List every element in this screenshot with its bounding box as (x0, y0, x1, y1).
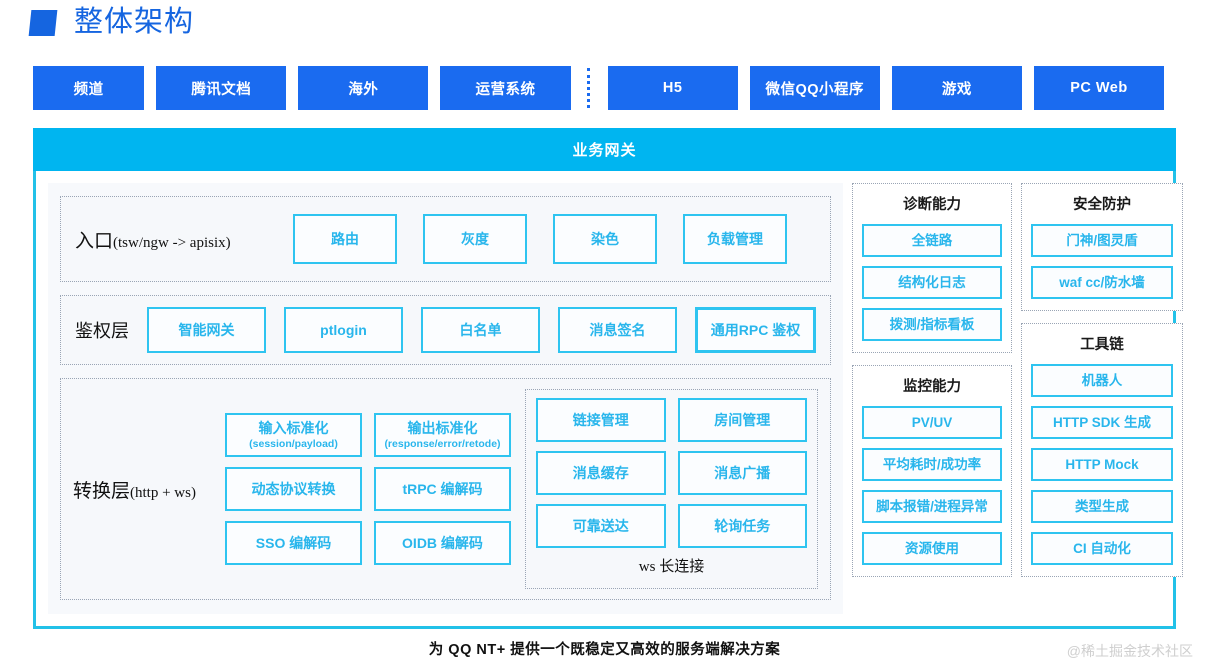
auth-cell-4[interactable]: 通用RPC 鉴权 (695, 307, 816, 353)
ws-cell-4[interactable]: 可靠送达 (536, 504, 666, 548)
transform-layer: 转换层(http + ws) 输入标准化 (session/payload) 输… (60, 378, 831, 600)
gateway-layers-panel: 入口(tsw/ngw -> apisix) 路由 灰度 染色 负载管理 鉴权层 … (48, 183, 843, 614)
entry-layer-label-sub: (tsw/ngw -> apisix) (113, 234, 231, 251)
title-marker-icon (28, 9, 58, 36)
ws-cell-1[interactable]: 房间管理 (677, 398, 807, 442)
footer-caption: 为 QQ NT+ 提供一个既稳定又高效的服务端解决方案 (428, 642, 781, 658)
transform-cell-1[interactable]: 输出标准化 (response/error/retode) (374, 413, 511, 457)
monitoring-item-1[interactable]: 平均耗时/成功率 (862, 448, 1002, 481)
monitoring-card: 监控能力 PV/UV 平均耗时/成功率 脚本报错/进程异常 资源使用 (852, 365, 1012, 577)
client-chip-2[interactable]: 海外 (298, 66, 429, 110)
monitoring-item-2[interactable]: 脚本报错/进程异常 (862, 490, 1002, 523)
client-chip-3[interactable]: 运营系统 (440, 66, 571, 110)
ws-longconn-group: 链接管理 房间管理 消息缓存 消息广播 可靠送达 轮询任务 ws 长连接 (525, 389, 818, 589)
transform-layer-label-main: 转换层 (73, 480, 131, 502)
ws-cell-0[interactable]: 链接管理 (536, 398, 666, 442)
toolchain-item-1[interactable]: HTTP SDK 生成 (1031, 406, 1173, 439)
page-title-row: 整体架构 (28, 6, 195, 38)
transform-layer-label: 转换层(http + ws) (73, 476, 196, 503)
toolchain-card-title: 工具链 (1080, 337, 1124, 353)
monitoring-card-title: 监控能力 (903, 379, 961, 395)
transform-cell-2[interactable]: 动态协议转换 (225, 467, 362, 511)
watermark: @稀土掘金技术社区 (1066, 643, 1193, 659)
transform-cell-0-title: 输入标准化 (258, 420, 329, 437)
security-card-title: 安全防护 (1073, 197, 1131, 213)
client-chip-1[interactable]: 腾讯文档 (156, 66, 287, 110)
monitoring-item-0[interactable]: PV/UV (862, 406, 1002, 439)
auth-cell-2[interactable]: 白名单 (421, 307, 540, 353)
transform-cell-1-sub: (response/error/retode) (384, 437, 501, 450)
entry-layer-label-main: 入口 (75, 230, 114, 252)
entry-cell-1[interactable]: 灰度 (423, 214, 527, 264)
security-item-1[interactable]: waf cc/防水墙 (1031, 266, 1173, 299)
architecture-main-frame: 入口(tsw/ngw -> apisix) 路由 灰度 染色 负载管理 鉴权层 … (33, 171, 1183, 629)
client-chip-4[interactable]: H5 (607, 66, 738, 110)
client-chip-5[interactable]: 微信QQ小程序 (749, 66, 880, 110)
transform-layer-label-sub: (http + ws) (130, 484, 196, 501)
auth-cell-3[interactable]: 消息签名 (558, 307, 677, 353)
side-column-left: 诊断能力 全链路 结构化日志 拨测/指标看板 监控能力 PV/UV 平均耗时/成… (852, 183, 1012, 614)
diagnostics-card: 诊断能力 全链路 结构化日志 拨测/指标看板 (852, 183, 1012, 353)
transform-cell-0-sub: (session/payload) (249, 437, 338, 450)
entry-layer: 入口(tsw/ngw -> apisix) 路由 灰度 染色 负载管理 (60, 196, 831, 282)
client-chip-7[interactable]: PC Web (1033, 66, 1165, 110)
entry-cell-0[interactable]: 路由 (293, 214, 397, 264)
transform-cell-5[interactable]: OIDB 编解码 (374, 521, 511, 565)
client-chip-6[interactable]: 游戏 (891, 66, 1022, 110)
entry-cell-2[interactable]: 染色 (553, 214, 657, 264)
toolchain-card: 工具链 机器人 HTTP SDK 生成 HTTP Mock 类型生成 CI 自动… (1021, 323, 1183, 577)
client-platform-row: 频道 腾讯文档 海外 运营系统 H5 微信QQ小程序 游戏 PC Web (33, 66, 1176, 110)
business-gateway-bar: 业务网关 (33, 128, 1176, 171)
diagnostics-item-2[interactable]: 拨测/指标看板 (862, 308, 1002, 341)
diagnostics-card-title: 诊断能力 (903, 197, 961, 213)
client-group-divider (586, 68, 593, 108)
ws-cell-3[interactable]: 消息广播 (677, 451, 807, 495)
transform-cell-1-title: 输出标准化 (407, 420, 478, 437)
security-item-0[interactable]: 门神/图灵盾 (1031, 224, 1173, 257)
toolchain-item-2[interactable]: HTTP Mock (1031, 448, 1173, 481)
monitoring-item-3[interactable]: 资源使用 (862, 532, 1002, 565)
auth-layer-label: 鉴权层 (75, 321, 129, 341)
toolchain-item-3[interactable]: 类型生成 (1031, 490, 1173, 523)
diagnostics-item-1[interactable]: 结构化日志 (862, 266, 1002, 299)
transform-cell-3[interactable]: tRPC 编解码 (374, 467, 511, 511)
auth-layer: 鉴权层 智能网关 ptlogin 白名单 消息签名 通用RPC 鉴权 (60, 295, 831, 365)
auth-cell-0[interactable]: 智能网关 (147, 307, 266, 353)
ws-cell-5[interactable]: 轮询任务 (677, 504, 807, 548)
security-card: 安全防护 门神/图灵盾 waf cc/防水墙 (1021, 183, 1183, 311)
auth-cell-1[interactable]: ptlogin (284, 307, 403, 353)
toolchain-item-0[interactable]: 机器人 (1031, 364, 1173, 397)
side-column-right: 安全防护 门神/图灵盾 waf cc/防水墙 工具链 机器人 HTTP SDK … (1021, 183, 1183, 614)
ws-longconn-caption: ws 长连接 (638, 559, 705, 575)
diagnostics-item-0[interactable]: 全链路 (862, 224, 1002, 257)
page-title: 整体架构 (74, 6, 195, 38)
entry-cell-3[interactable]: 负载管理 (683, 214, 787, 264)
client-chip-0[interactable]: 频道 (33, 66, 145, 110)
transform-cell-4[interactable]: SSO 编解码 (225, 521, 362, 565)
toolchain-item-4[interactable]: CI 自动化 (1031, 532, 1173, 565)
entry-layer-label: 入口(tsw/ngw -> apisix) (75, 226, 293, 253)
transform-cell-0[interactable]: 输入标准化 (session/payload) (225, 413, 362, 457)
ws-cell-2[interactable]: 消息缓存 (536, 451, 666, 495)
